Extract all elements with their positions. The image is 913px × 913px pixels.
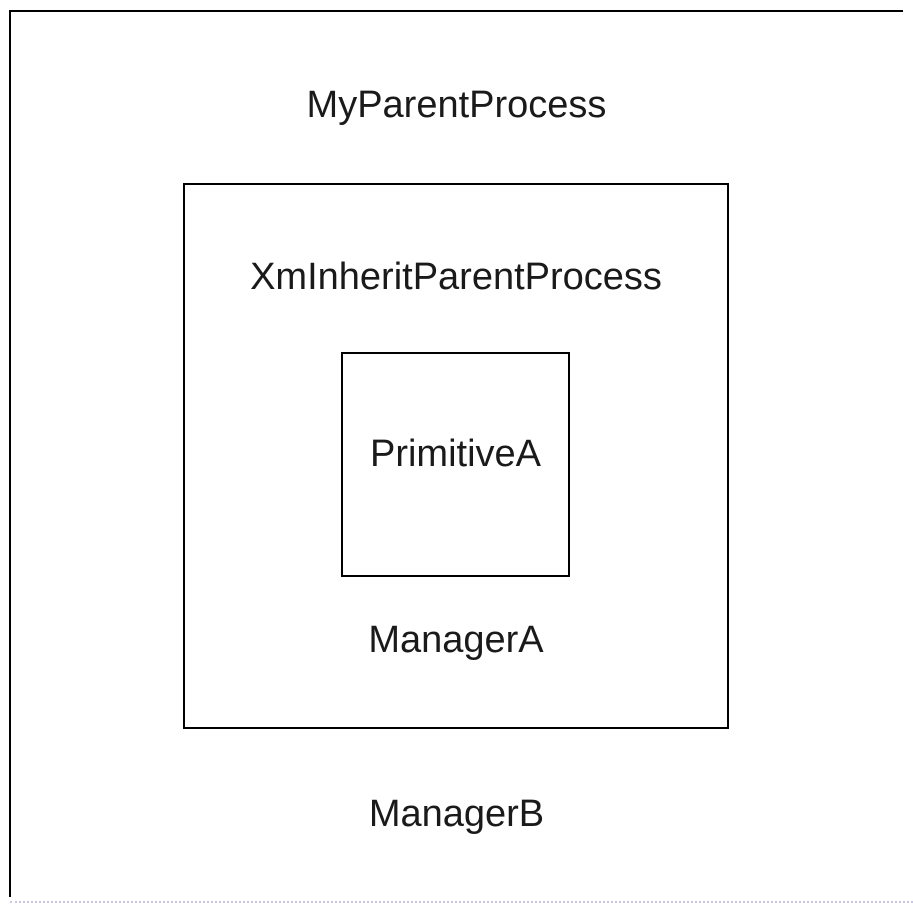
bottom-dotted-divider <box>10 901 913 903</box>
outer-process-frame <box>9 10 903 897</box>
manager-a-label: ManagerA <box>368 619 544 661</box>
manager-b-label: ManagerB <box>368 793 545 835</box>
outer-process-label: MyParentProcess <box>306 84 607 126</box>
primitive-a-label: PrimitiveA <box>369 433 542 475</box>
inherit-parent-process-box: XmInheritParentProcess PrimitiveA Manage… <box>183 183 729 729</box>
primitive-a-box: PrimitiveA <box>341 352 570 577</box>
inherit-parent-process-label: XmInheritParentProcess <box>250 256 662 298</box>
